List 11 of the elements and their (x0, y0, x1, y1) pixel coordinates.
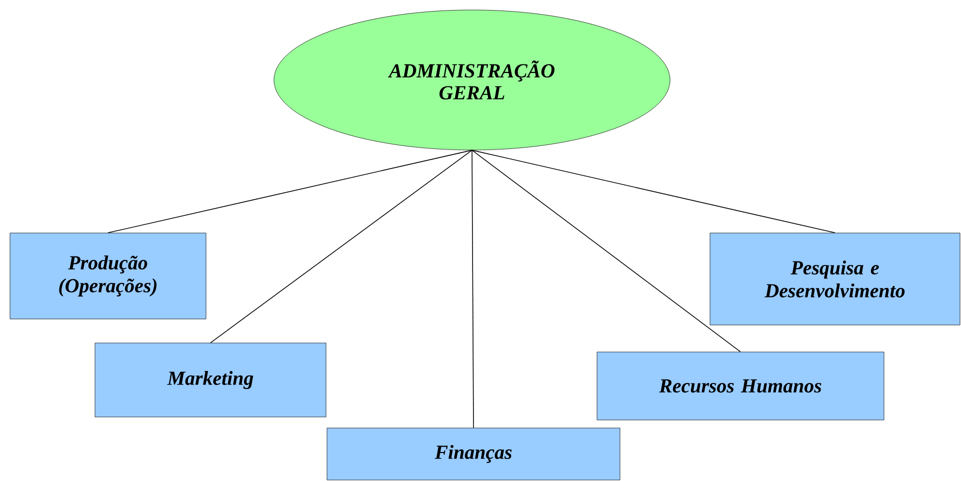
connector-line (472, 150, 741, 352)
connector-line (472, 150, 836, 234)
connector-line (472, 150, 474, 428)
department-box: Recursos Humanos (596, 352, 884, 420)
oval-node: ADMINISTRAÇÃO GERAL (274, 10, 670, 150)
department-box: Marketing (94, 342, 326, 418)
connector-line (210, 150, 472, 344)
department-box: Produção (Operações) (10, 232, 206, 320)
department-box: Pesquisa e Desenvolvimento (710, 232, 960, 326)
department-box: Finanças (326, 428, 620, 480)
connector-line (108, 150, 472, 234)
